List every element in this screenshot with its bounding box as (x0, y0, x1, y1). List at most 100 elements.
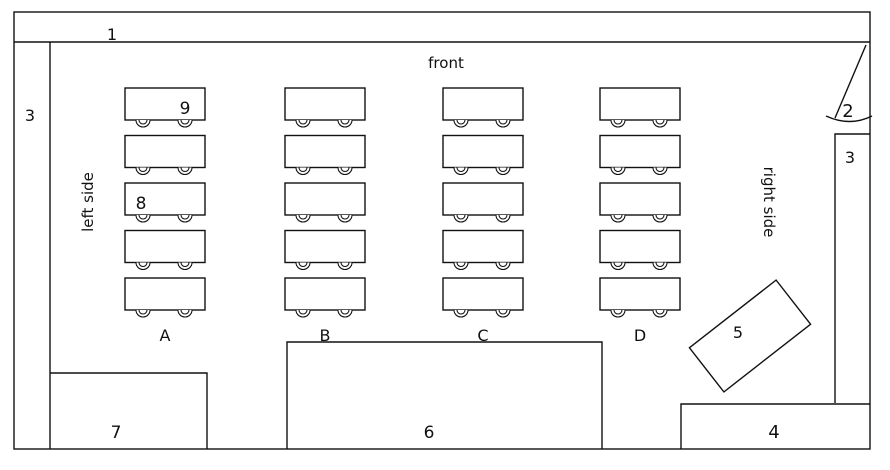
item-6-box (286, 341, 603, 449)
desk (284, 87, 366, 128)
desk-top (442, 229, 524, 264)
desk-column: B (284, 87, 366, 345)
desk-top (284, 229, 366, 264)
chair-icon (495, 309, 511, 318)
chair-icon (453, 214, 469, 223)
desk (599, 182, 681, 223)
desk-top (124, 182, 206, 216)
item-2-label: 2 (842, 101, 853, 122)
item-6-label: 6 (424, 423, 435, 443)
desk (599, 229, 681, 271)
chair-icon (295, 309, 311, 318)
left-side-label: left side (79, 172, 97, 232)
desk-top (442, 134, 524, 169)
desk-top (442, 277, 524, 311)
chair-icon (495, 119, 511, 128)
desk-top (124, 134, 206, 169)
chair-icon (177, 309, 193, 318)
chair-icon (453, 309, 469, 318)
desk-top (284, 134, 366, 169)
chair-icon (337, 262, 353, 271)
desk (442, 134, 524, 176)
chair-icon (177, 262, 193, 271)
desk-top (124, 277, 206, 311)
chair-icon (337, 214, 353, 223)
desk-top (442, 87, 524, 121)
chair-icon (453, 167, 469, 176)
room-outline (13, 11, 871, 450)
front-label: front (428, 54, 464, 72)
chair-icon (295, 214, 311, 223)
column-label: C (477, 326, 488, 345)
desk-top (284, 277, 366, 311)
desk (124, 229, 206, 271)
desk-top (124, 87, 206, 121)
desk (599, 277, 681, 318)
chair-icon (610, 214, 626, 223)
desk-mark: 8 (136, 194, 147, 214)
chair-icon (453, 262, 469, 271)
right-wall-strip (834, 133, 870, 403)
item-4-label: 4 (768, 422, 779, 443)
desk-top (442, 182, 524, 216)
column-label: B (320, 326, 331, 345)
desk (442, 87, 524, 128)
item-4-box (680, 403, 870, 449)
desk (442, 182, 524, 223)
chair-icon (337, 119, 353, 128)
desk (599, 134, 681, 176)
right-side-label: right side (760, 167, 778, 238)
desk-column: A (124, 87, 206, 345)
desk-top (124, 229, 206, 264)
item-7-box (50, 372, 208, 449)
item-7-label: 7 (111, 423, 122, 443)
chair-icon (495, 214, 511, 223)
desk-top (599, 134, 681, 169)
chair-icon (652, 309, 668, 318)
desk (124, 277, 206, 318)
desk (284, 229, 366, 271)
desk-column: D (599, 87, 681, 345)
item-3-left-label: 3 (25, 106, 35, 125)
item-5-table (688, 279, 812, 393)
item-5-label: 5 (733, 323, 743, 342)
chair-icon (610, 167, 626, 176)
chair-icon (177, 167, 193, 176)
chair-icon (135, 309, 151, 318)
desk-grid: A B C D 9 8 (124, 87, 681, 345)
column-label: A (160, 326, 171, 345)
chair-icon (177, 214, 193, 223)
chair-icon (177, 119, 193, 128)
door-icon (825, 44, 873, 123)
column-label: D (634, 326, 646, 345)
desk (442, 277, 524, 318)
chair-icon (337, 309, 353, 318)
desk-mark: 9 (180, 99, 191, 119)
desk-top (284, 182, 366, 216)
item-3-right-label: 3 (845, 148, 855, 167)
desk-top (599, 277, 681, 311)
chair-icon (135, 167, 151, 176)
chair-icon (652, 262, 668, 271)
desk (284, 277, 366, 318)
chair-icon (495, 167, 511, 176)
chair-icon (453, 119, 469, 128)
item-1-label: 1 (107, 25, 117, 44)
chair-icon (135, 119, 151, 128)
chair-icon (610, 119, 626, 128)
chair-icon (610, 309, 626, 318)
desk-top (284, 87, 366, 121)
desk (124, 87, 206, 128)
chair-icon (135, 214, 151, 223)
chair-icon (652, 119, 668, 128)
desk (124, 182, 206, 223)
desk (284, 134, 366, 176)
chair-icon (495, 262, 511, 271)
desk (442, 229, 524, 271)
desk-column: C (442, 87, 524, 345)
desk (599, 87, 681, 128)
desk (124, 134, 206, 176)
chair-icon (337, 167, 353, 176)
chair-icon (295, 167, 311, 176)
